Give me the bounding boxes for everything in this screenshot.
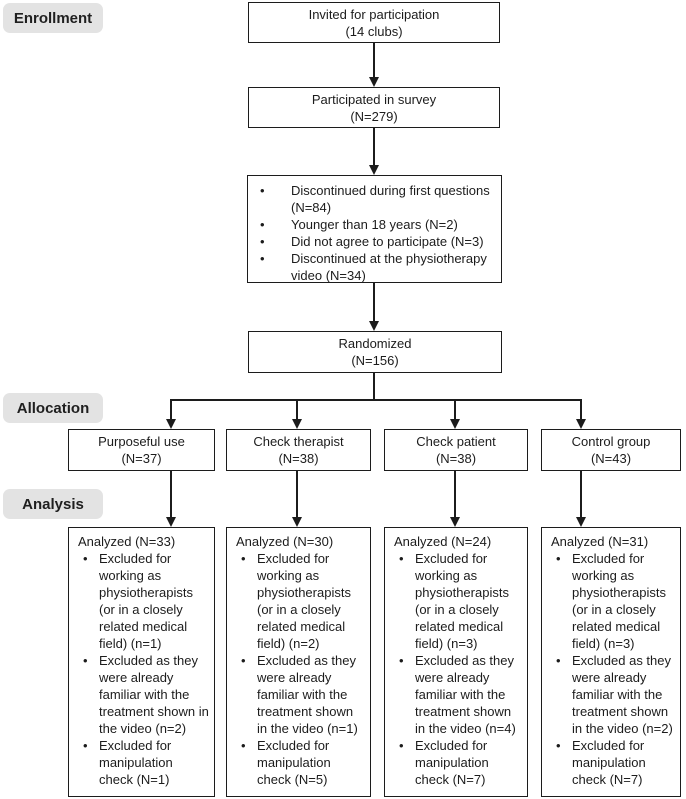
arrow-check-therapist-to-analysis-head xyxy=(292,517,302,527)
allocation-group-n: (N=38) xyxy=(278,451,319,466)
arrow-invited-to-survey-head xyxy=(369,77,379,87)
analysis-exclusions-list: Excluded for working as physiotherapists… xyxy=(542,550,680,788)
box-allocation-check-therapist: Check therapist (N=38) xyxy=(226,429,371,471)
stage-label-analysis: Analysis xyxy=(3,489,103,519)
exclusion-item: Discontinued at the physiotherapy video … xyxy=(260,250,497,284)
analysis-exclusion-item: Excluded as they were already familiar w… xyxy=(399,652,523,737)
arrow-check-patient-to-analysis-head xyxy=(450,517,460,527)
arrow-to-control-group-line xyxy=(580,400,582,419)
allocation-group-n: (N=37) xyxy=(121,451,162,466)
connector-allocation-crossbar xyxy=(170,399,583,401)
box-survey: Participated in survey (N=279) xyxy=(248,87,500,128)
arrow-check-patient-to-analysis-line xyxy=(454,471,456,517)
box-analysis-check-therapist: Analyzed (N=30) Excluded for working as … xyxy=(226,527,371,797)
exclusion-item: Younger than 18 years (N=2) xyxy=(260,216,497,233)
arrow-to-check-therapist-line xyxy=(296,400,298,419)
arrow-to-purposeful-use-head xyxy=(166,419,176,429)
arrow-purposeful-use-to-analysis-line xyxy=(170,471,172,517)
box-survey-line1: Participated in survey xyxy=(311,91,437,107)
analysis-exclusion-item: Excluded for working as physiotherapists… xyxy=(556,550,676,652)
analysis-exclusions-list: Excluded for working as physiotherapists… xyxy=(227,550,370,788)
exclusions-list: Discontinued during first questions (N=8… xyxy=(248,182,501,284)
box-invited-line2: (14 clubs) xyxy=(345,23,403,39)
stage-label-enrollment: Enrollment xyxy=(3,3,103,33)
box-survey-line2: (N=279) xyxy=(350,108,398,124)
box-allocation-check-patient: Check patient (N=38) xyxy=(384,429,528,471)
arrow-to-check-patient-head xyxy=(450,419,460,429)
arrow-to-control-group-head xyxy=(576,419,586,429)
arrow-purposeful-use-to-analysis-head xyxy=(166,517,176,527)
analysis-exclusion-item: Excluded for manipulation check (N=7) xyxy=(399,737,523,788)
connector-randomized-stem xyxy=(373,372,375,400)
arrow-check-therapist-to-analysis-line xyxy=(296,471,298,517)
analysis-title: Analyzed (N=33) xyxy=(78,534,176,549)
box-analysis-control-group: Analyzed (N=31) Excluded for working as … xyxy=(541,527,681,797)
arrow-to-check-patient-line xyxy=(454,400,456,419)
analysis-exclusion-item: Excluded as they were already familiar w… xyxy=(556,652,676,737)
exclusion-item: Did not agree to participate (N=3) xyxy=(260,233,497,250)
box-invited: Invited for participation (14 clubs) xyxy=(248,2,500,43)
box-exclusions: Discontinued during first questions (N=8… xyxy=(247,175,502,283)
box-invited-line1: Invited for participation xyxy=(308,6,440,22)
analysis-exclusion-item: Excluded for manipulation check (N=1) xyxy=(83,737,210,788)
allocation-group-n: (N=43) xyxy=(590,451,632,466)
analysis-exclusion-item: Excluded for working as physiotherapists… xyxy=(241,550,366,652)
arrow-control-group-to-analysis-head xyxy=(576,517,586,527)
analysis-exclusion-item: Excluded as they were already familiar w… xyxy=(83,652,210,737)
allocation-group-name: Check therapist xyxy=(253,434,344,449)
box-randomized: Randomized (N=156) xyxy=(248,331,502,373)
analysis-exclusion-item: Excluded for manipulation check (N=7) xyxy=(556,737,676,788)
arrow-exclusions-to-randomized-head xyxy=(369,321,379,331)
analysis-title: Analyzed (N=31) xyxy=(551,534,649,549)
arrow-control-group-to-analysis-line xyxy=(580,471,582,517)
analysis-exclusion-item: Excluded for manipulation check (N=5) xyxy=(241,737,366,788)
arrow-to-check-therapist-head xyxy=(292,419,302,429)
arrow-to-purposeful-use-line xyxy=(170,400,172,419)
allocation-group-n: (N=38) xyxy=(435,451,477,466)
exclusion-item: Discontinued during first questions (N=8… xyxy=(260,182,497,216)
allocation-group-name: Purposeful use xyxy=(98,434,185,449)
arrow-survey-to-exclusions-head xyxy=(369,165,379,175)
box-randomized-line1: Randomized xyxy=(338,336,412,351)
analysis-exclusion-item: Excluded for working as physiotherapists… xyxy=(399,550,523,652)
allocation-group-name: Control group xyxy=(571,434,651,449)
analysis-exclusions-list: Excluded for working as physiotherapists… xyxy=(385,550,527,788)
box-allocation-control-group: Control group (N=43) xyxy=(541,429,681,471)
analysis-title: Analyzed (N=24) xyxy=(394,534,492,549)
analysis-exclusion-item: Excluded as they were already familiar w… xyxy=(241,652,366,737)
arrow-invited-to-survey-line xyxy=(373,43,375,77)
analysis-exclusions-list: Excluded for working as physiotherapists… xyxy=(69,550,214,788)
stage-label-allocation: Allocation xyxy=(3,393,103,423)
box-analysis-check-patient: Analyzed (N=24) Excluded for working as … xyxy=(384,527,528,797)
arrow-exclusions-to-randomized-line xyxy=(373,283,375,321)
analysis-title: Analyzed (N=30) xyxy=(236,534,334,549)
arrow-survey-to-exclusions-line xyxy=(373,128,375,165)
allocation-group-name: Check patient xyxy=(416,434,496,449)
box-analysis-purposeful-use: Analyzed (N=33) Excluded for working as … xyxy=(68,527,215,797)
box-allocation-purposeful-use: Purposeful use (N=37) xyxy=(68,429,215,471)
analysis-exclusion-item: Excluded for working as physiotherapists… xyxy=(83,550,210,652)
box-randomized-line2: (N=156) xyxy=(351,353,399,368)
